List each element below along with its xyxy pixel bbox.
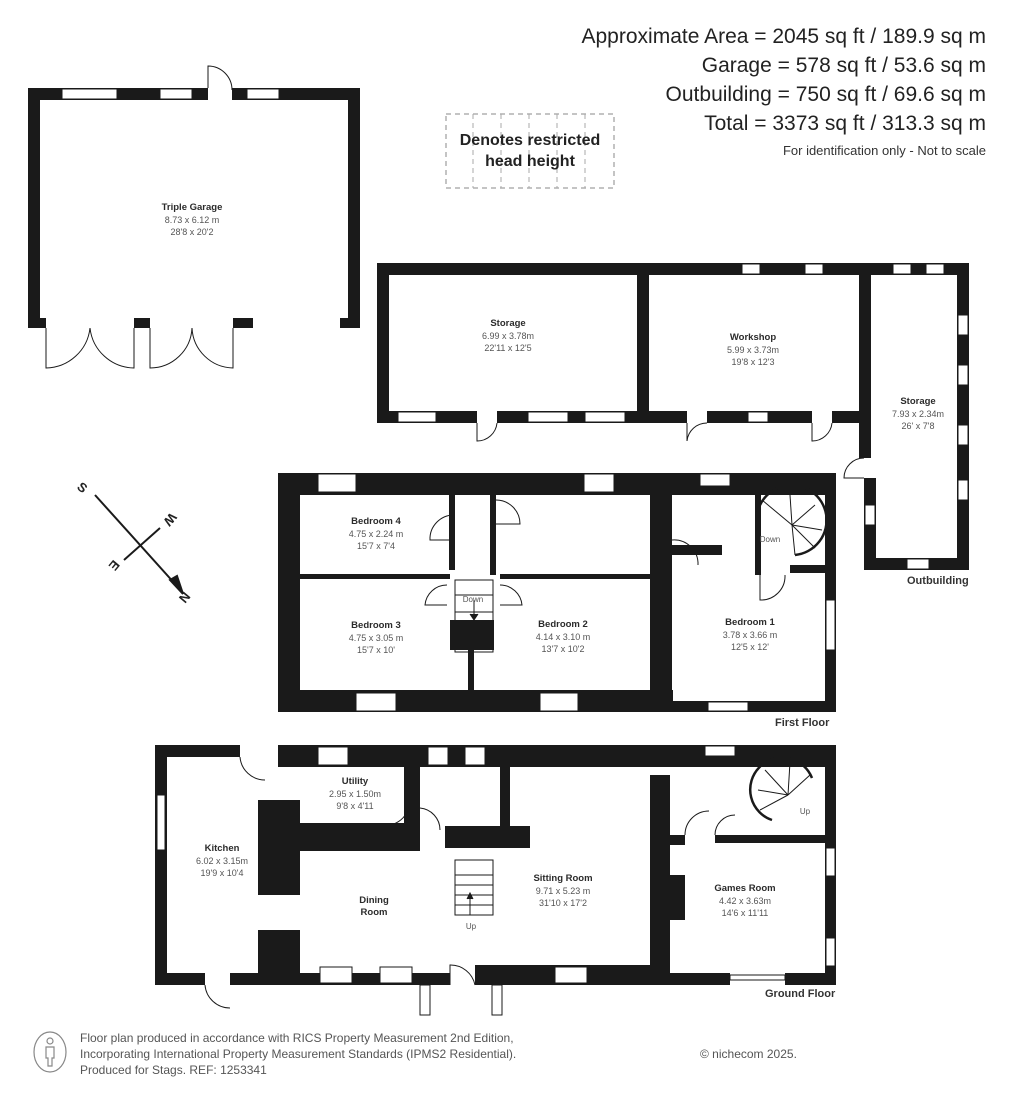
footer-line-1: Floor plan produced in accordance with R… bbox=[80, 1031, 514, 1045]
room-name: Sitting Room bbox=[533, 873, 593, 884]
footer-disclaimer: Floor plan produced in accordance with R… bbox=[80, 1030, 797, 1078]
room-utility: Utility 2.95 x 1.50m 9'8 x 4'11 bbox=[329, 776, 381, 812]
scale-note: For identification only - Not to scale bbox=[782, 143, 986, 158]
outbuilding-walls bbox=[377, 263, 969, 570]
restricted-height-legend: Denotes restricted head height bbox=[445, 130, 615, 172]
ground-floor-label: Ground Floor bbox=[765, 988, 836, 1000]
room-imperial: 28'8 x 20'2 bbox=[170, 227, 214, 237]
compass-rose bbox=[94, 494, 184, 595]
room-sitting-room: Sitting Room 9.71 x 5.23 m 31'10 x 17'2 bbox=[533, 873, 592, 909]
room-metric: 8.73 x 6.12 m bbox=[164, 215, 220, 225]
room-name: Dining bbox=[359, 895, 389, 906]
room-name: Storage bbox=[900, 396, 936, 407]
room-bedroom-2: Bedroom 2 4.14 x 3.10 m 13'7 x 10'2 bbox=[536, 619, 591, 655]
room-imperial: 15'7 x 7'4 bbox=[357, 541, 395, 551]
room-dining-room: Dining Room bbox=[359, 895, 389, 919]
legend-line-2: head height bbox=[485, 153, 575, 170]
room-imperial: 13'7 x 10'2 bbox=[541, 644, 585, 654]
room-metric: 6.02 x 3.15m bbox=[195, 856, 249, 866]
room-metric: 2.95 x 1.50m bbox=[328, 789, 382, 799]
room-metric: 4.75 x 2.24 m bbox=[348, 529, 404, 539]
room-name: Utility bbox=[341, 776, 369, 787]
door-swings bbox=[45, 65, 865, 1016]
room-imperial: 19'8 x 12'3 bbox=[731, 357, 775, 367]
spiral-up-label: Up bbox=[799, 807, 811, 816]
stairs-up-label: Up bbox=[465, 922, 477, 931]
area-garage: Garage = 578 sq ft / 53.6 sq m bbox=[701, 54, 986, 77]
spiral-down-label: Down bbox=[759, 535, 781, 544]
room-imperial: 14'6 x 11'11 bbox=[721, 908, 769, 918]
room-imperial: 31'10 x 17'2 bbox=[539, 898, 587, 908]
room-bedroom-1: Bedroom 1 3.78 x 3.66 m 12'5 x 12' bbox=[723, 617, 778, 653]
room-storage-1: Storage 6.99 x 3.78m 22'11 x 12'5 bbox=[482, 318, 534, 354]
area-outbuilding: Outbuilding = 750 sq ft / 69.6 sq m bbox=[665, 83, 986, 106]
copyright: © nichecom 2025. bbox=[700, 1047, 797, 1061]
stairs bbox=[454, 483, 828, 916]
stairs-down-label: Down bbox=[462, 595, 484, 604]
room-games-room: Games Room 4.42 x 3.63m 14'6 x 11'11 bbox=[714, 883, 775, 919]
room-metric: 9.71 x 5.23 m bbox=[535, 886, 591, 896]
room-bedroom-3: Bedroom 3 4.75 x 3.05 m 15'7 x 10' bbox=[349, 620, 404, 656]
room-metric: 7.93 x 2.34m bbox=[891, 409, 945, 419]
area-approximate: Approximate Area = 2045 sq ft / 189.9 sq… bbox=[581, 25, 987, 48]
footer-line-3: Produced for Stags. REF: 1253341 bbox=[80, 1063, 267, 1077]
room-workshop: Workshop 5.99 x 3.73m 19'8 x 12'3 bbox=[727, 332, 779, 368]
windows bbox=[61, 88, 969, 984]
room-imperial: 26' x 7'8 bbox=[901, 421, 935, 431]
room-name: Bedroom 4 bbox=[351, 516, 401, 527]
room-metric: 3.78 x 3.66 m bbox=[722, 630, 778, 640]
room-bedroom-4: Bedroom 4 4.75 x 2.24 m 15'7 x 7'4 bbox=[349, 516, 404, 552]
legend-line-1: Denotes restricted bbox=[459, 132, 601, 149]
room-kitchen: Kitchen 6.02 x 3.15m 19'9 x 10'4 bbox=[196, 843, 248, 879]
restricted-height-legend-box bbox=[445, 113, 615, 189]
room-imperial: 15'7 x 10' bbox=[357, 645, 395, 655]
outbuilding-label: Outbuilding bbox=[907, 575, 969, 587]
area-summary: Approximate Area = 2045 sq ft / 189.9 sq… bbox=[582, 22, 987, 162]
room-name: Games Room bbox=[714, 883, 776, 894]
room-name-line-2: Room bbox=[360, 907, 388, 918]
room-triple-garage: Triple Garage 8.73 x 6.12 m 28'8 x 20'2 bbox=[162, 202, 223, 238]
room-storage-2: Storage 7.93 x 2.34m 26' x 7'8 bbox=[892, 396, 944, 432]
room-name: Bedroom 3 bbox=[351, 620, 401, 631]
room-metric: 4.14 x 3.10 m bbox=[535, 632, 591, 642]
room-metric: 6.99 x 3.78m bbox=[481, 331, 535, 341]
room-metric: 4.42 x 3.63m bbox=[718, 896, 772, 906]
room-imperial: 22'11 x 12'5 bbox=[484, 343, 532, 353]
room-metric: 4.75 x 3.05 m bbox=[348, 633, 404, 643]
room-name: Bedroom 2 bbox=[538, 619, 588, 630]
room-name: Kitchen bbox=[204, 843, 240, 854]
room-name: Storage bbox=[490, 318, 526, 329]
first-floor-walls bbox=[278, 473, 836, 712]
person-icon bbox=[33, 1031, 67, 1073]
room-name: Bedroom 1 bbox=[725, 617, 775, 628]
first-floor-label: First Floor bbox=[775, 717, 830, 729]
room-imperial: 19'9 x 10'4 bbox=[200, 868, 244, 878]
room-imperial: 12'5 x 12' bbox=[731, 642, 769, 652]
room-imperial: 9'8 x 4'11 bbox=[336, 801, 374, 811]
room-name: Workshop bbox=[729, 332, 777, 343]
footer-line-2: Incorporating International Property Mea… bbox=[80, 1047, 517, 1061]
room-metric: 5.99 x 3.73m bbox=[726, 345, 780, 355]
room-name: Triple Garage bbox=[161, 202, 223, 213]
area-total: Total = 3373 sq ft / 313.3 sq m bbox=[704, 112, 986, 135]
ground-floor-walls bbox=[155, 745, 836, 985]
